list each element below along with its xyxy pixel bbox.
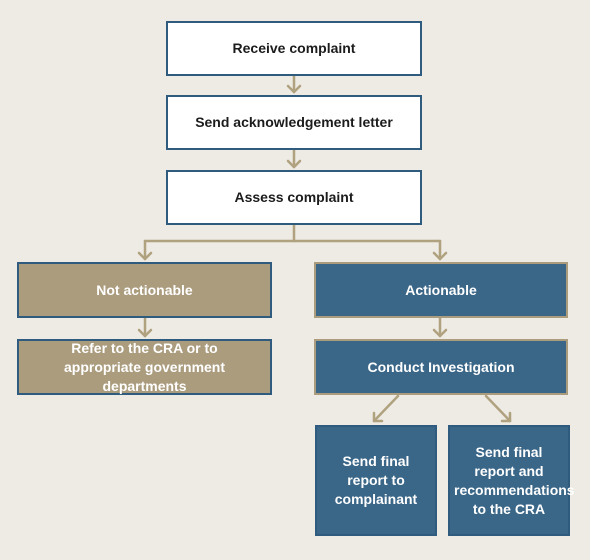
node-receive-complaint-label: Receive complaint: [232, 40, 356, 56]
node-report-cra: Send final report and recommendations to…: [448, 425, 575, 536]
node-refer-cra: Refer to the CRA or to appropriate gover…: [17, 339, 272, 395]
arrowhead-report-complainant: [372, 411, 384, 423]
arrowhead-acknowledge: [286, 84, 302, 94]
node-receive-complaint: Receive complaint: [166, 21, 422, 76]
arrowhead-not-actionable: [137, 251, 153, 261]
node-not-actionable: Not actionable: [17, 262, 272, 318]
arrowhead-actionable: [432, 251, 448, 261]
connector-investigate-report-cra: [484, 394, 512, 423]
node-conduct-investigation: Conduct Investigation: [314, 339, 568, 395]
arrowhead-investigate: [432, 328, 448, 338]
node-actionable-label: Actionable: [405, 281, 477, 298]
node-send-acknowledgement-label: Send acknowledgement letter: [195, 114, 393, 130]
node-send-acknowledgement: Send acknowledgement letter: [166, 95, 422, 150]
node-actionable: Actionable: [314, 262, 568, 318]
connector-investigate-report-complainant: [372, 394, 400, 423]
node-assess-complaint-label: Assess complaint: [234, 189, 354, 205]
node-report-complainant-label: Send final report to complainant: [334, 453, 418, 507]
arrowhead-refer: [137, 328, 153, 338]
node-assess-complaint: Assess complaint: [166, 170, 422, 225]
node-conduct-investigation-label: Conduct Investigation: [367, 358, 515, 375]
node-report-cra-label: Send final report and recommendations to…: [454, 443, 575, 517]
arrowhead-report-cra: [500, 411, 512, 423]
node-report-complainant: Send final report to complainant: [315, 425, 437, 536]
node-refer-cra-label: Refer to the CRA or to appropriate gover…: [63, 339, 226, 394]
arrowhead-assess: [286, 159, 302, 169]
node-not-actionable-label: Not actionable: [96, 281, 193, 298]
